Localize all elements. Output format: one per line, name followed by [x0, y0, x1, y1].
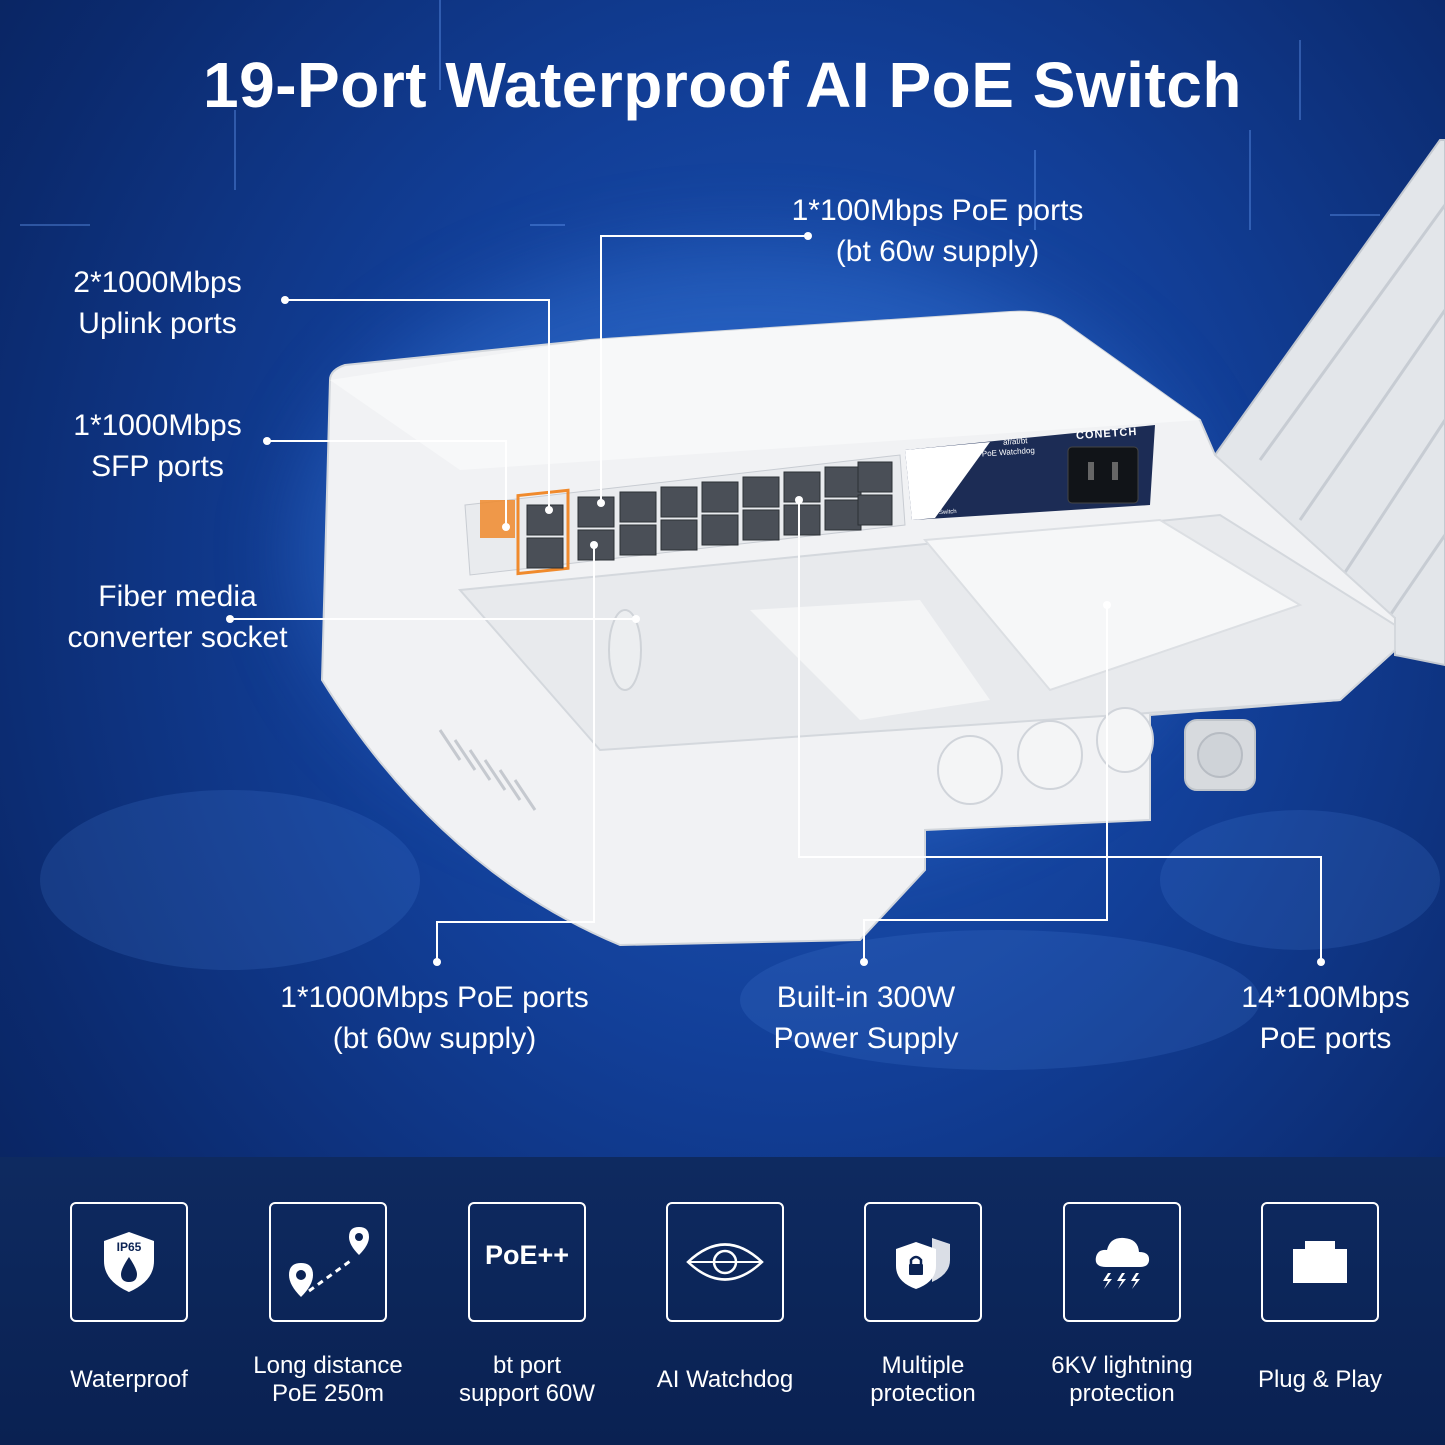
page-title: 19-Port Waterproof AI PoE Switch	[203, 49, 1242, 121]
callout-line: 14*100Mbps	[1241, 981, 1410, 1014]
feature-long-distance: Long distance PoE 250m	[228, 1202, 428, 1408]
callout-100m-poe-port: 1*100Mbps PoE ports (bt 60w supply)	[770, 190, 1105, 272]
feature-label-line: Long distance	[253, 1352, 403, 1379]
feature-icon-box	[1063, 1202, 1181, 1322]
waterproof-shield-icon: IP65	[104, 1232, 154, 1292]
callout-line: Uplink ports	[78, 307, 237, 340]
feature-label-line: protection	[870, 1380, 976, 1407]
ip65-text: IP65	[117, 1240, 142, 1254]
feature-plug-play: Plug & Play	[1220, 1202, 1420, 1394]
feature-multiple-protection: Multiple protection	[823, 1202, 1023, 1408]
callout-line: Fiber media	[98, 580, 257, 613]
callout-14-poe-ports: 14*100Mbps PoE ports	[1228, 977, 1423, 1059]
callout-uplink-ports: 2*1000Mbps Uplink ports	[40, 262, 275, 344]
callout-line: 1*100Mbps PoE ports	[791, 194, 1084, 227]
feature-label: Plug & Play	[1220, 1366, 1420, 1394]
feature-lightning-protection: 6KV lightning protection	[1022, 1202, 1222, 1408]
feature-icon-box: IP65	[70, 1202, 188, 1322]
callout-fiber-socket: Fiber media converter socket	[40, 576, 315, 658]
security-shields-icon	[896, 1238, 950, 1289]
callout-line: SFP ports	[91, 450, 224, 483]
callout-lines	[502, 499, 605, 549]
background-streaks	[20, 0, 1440, 1070]
feature-label-line: 6KV lightning	[1051, 1352, 1193, 1379]
feature-label: Multiple protection	[823, 1352, 1023, 1408]
feature-label: bt port support 60W	[427, 1352, 627, 1408]
feature-label-line: Plug & Play	[1257, 1366, 1383, 1393]
feature-label-line: bt port	[492, 1352, 562, 1379]
callout-line: 1*1000Mbps PoE ports	[280, 981, 589, 1014]
feature-label: 6KV lightning protection	[1022, 1352, 1222, 1408]
switch-device-illustration	[320, 139, 1445, 947]
poe-plus-icon: PoE++	[484, 1240, 570, 1270]
feature-icon-box	[1261, 1202, 1379, 1322]
callout-line: Built-in 300W	[776, 981, 956, 1014]
callout-line: 2*1000Mbps	[73, 266, 242, 299]
feature-label-line: AI Watchdog	[656, 1366, 794, 1393]
callout-power-supply: Built-in 300W Power Supply	[750, 977, 982, 1059]
feature-label: Waterproof	[29, 1366, 229, 1394]
callout-line: converter socket	[67, 621, 288, 654]
feature-label-line: Multiple	[881, 1352, 965, 1379]
feature-label: Long distance PoE 250m	[228, 1352, 428, 1408]
feature-waterproof: IP65 Waterproof	[29, 1202, 229, 1394]
feature-icon-box	[864, 1202, 982, 1322]
features-bar	[0, 1157, 1445, 1445]
callout-line: (bt 60w supply)	[332, 1022, 537, 1055]
feature-ai-watchdog: AI Watchdog	[625, 1202, 825, 1394]
lightning-cloud-icon	[1095, 1237, 1150, 1289]
feature-bt-port: PoE++ bt port support 60W	[427, 1202, 627, 1408]
ethernet-port-icon	[1293, 1241, 1347, 1283]
feature-label-line: Waterproof	[70, 1366, 188, 1393]
feature-icon-box	[269, 1202, 387, 1322]
feature-label-line: PoE 250m	[271, 1380, 385, 1407]
callout-line: 1*1000Mbps	[73, 409, 242, 442]
feature-icon-box: PoE++	[468, 1202, 586, 1322]
callout-1000m-poe-port: 1*1000Mbps PoE ports (bt 60w supply)	[262, 977, 607, 1059]
feature-label-line: protection	[1069, 1380, 1175, 1407]
callout-line: (bt 60w supply)	[835, 235, 1040, 268]
feature-label-line: support 60W	[458, 1380, 596, 1407]
feature-label: AI Watchdog	[625, 1366, 825, 1394]
feature-icon-box	[666, 1202, 784, 1322]
callout-sfp-ports: 1*1000Mbps SFP ports	[40, 405, 275, 487]
callout-line: PoE ports	[1259, 1022, 1392, 1055]
eye-watchdog-icon	[686, 1243, 764, 1281]
callout-line: Power Supply	[773, 1022, 959, 1055]
location-route-icon	[289, 1227, 369, 1297]
